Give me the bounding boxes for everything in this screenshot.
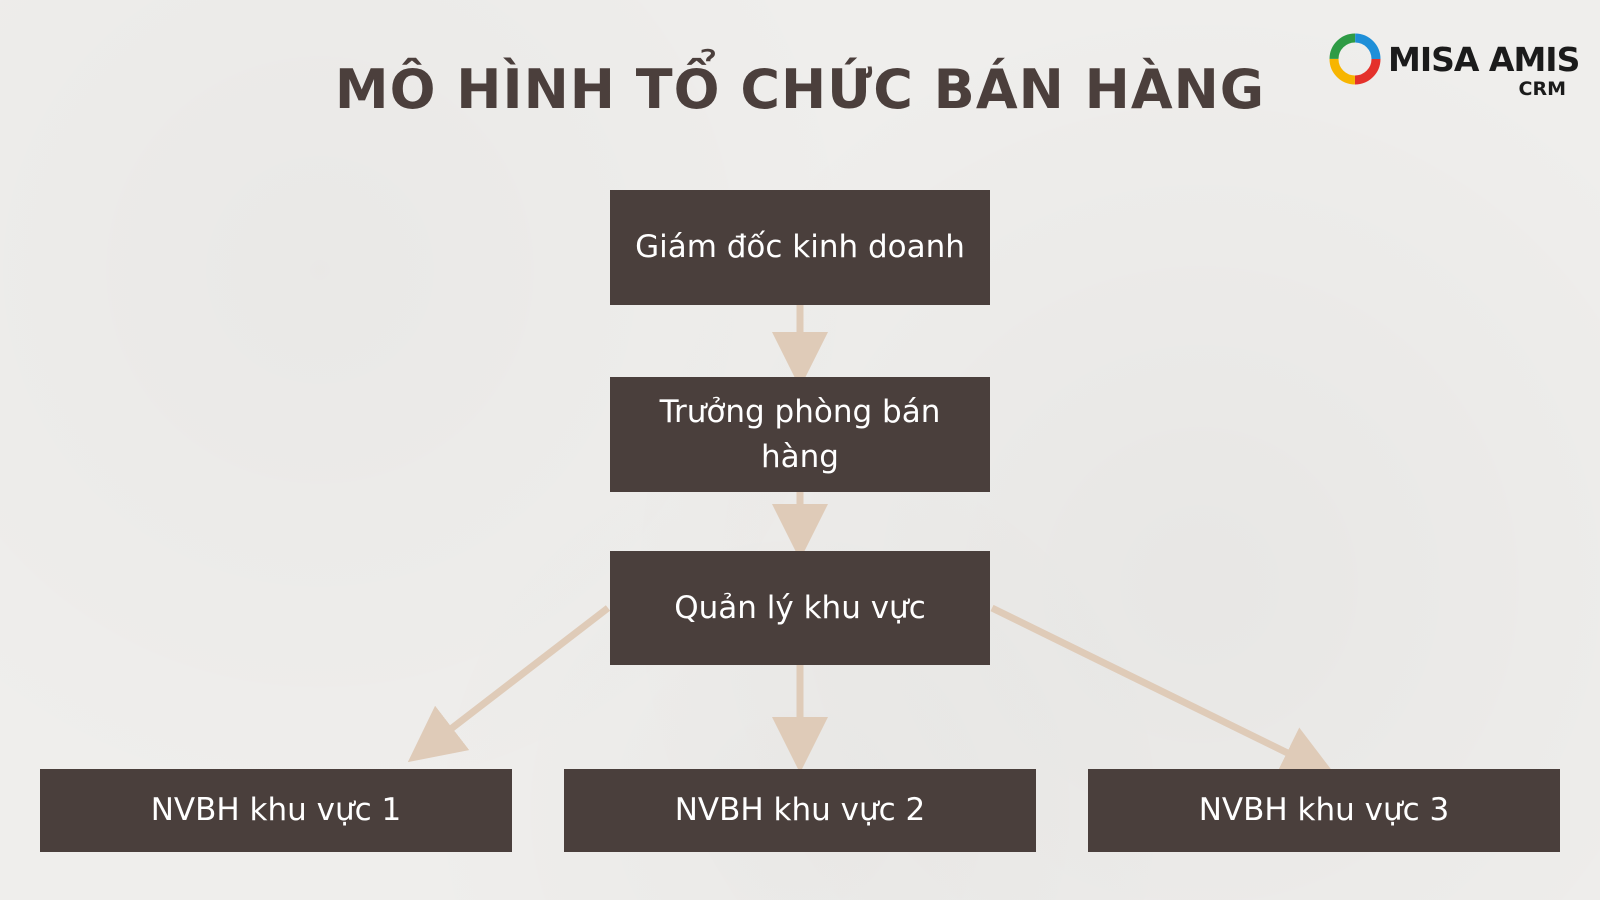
node-area-manager: Quản lý khu vực bbox=[610, 551, 990, 665]
node-sales-director: Giám đốc kinh doanh bbox=[610, 190, 990, 305]
node-sales-rep-area-1: NVBH khu vực 1 bbox=[40, 769, 512, 852]
node-sales-rep-area-3: NVBH khu vực 3 bbox=[1088, 769, 1560, 852]
diagram-title: MÔ HÌNH TỔ CHỨC BÁN HÀNG bbox=[334, 58, 1266, 121]
logo-wordmark: MISA AMIS bbox=[1388, 40, 1580, 79]
node-sales-department-head: Trưởng phòng bán hàng bbox=[610, 377, 990, 492]
brand-logo: MISA AMIS CRM bbox=[1328, 32, 1588, 102]
arrow-area-manager-to-rep-1 bbox=[407, 605, 611, 763]
logo-ring-icon bbox=[1329, 33, 1381, 85]
node-sales-rep-area-2: NVBH khu vực 2 bbox=[564, 769, 1036, 852]
logo-subtitle: CRM bbox=[1518, 78, 1566, 100]
arrow-area-manager-to-rep-3 bbox=[990, 604, 1338, 778]
